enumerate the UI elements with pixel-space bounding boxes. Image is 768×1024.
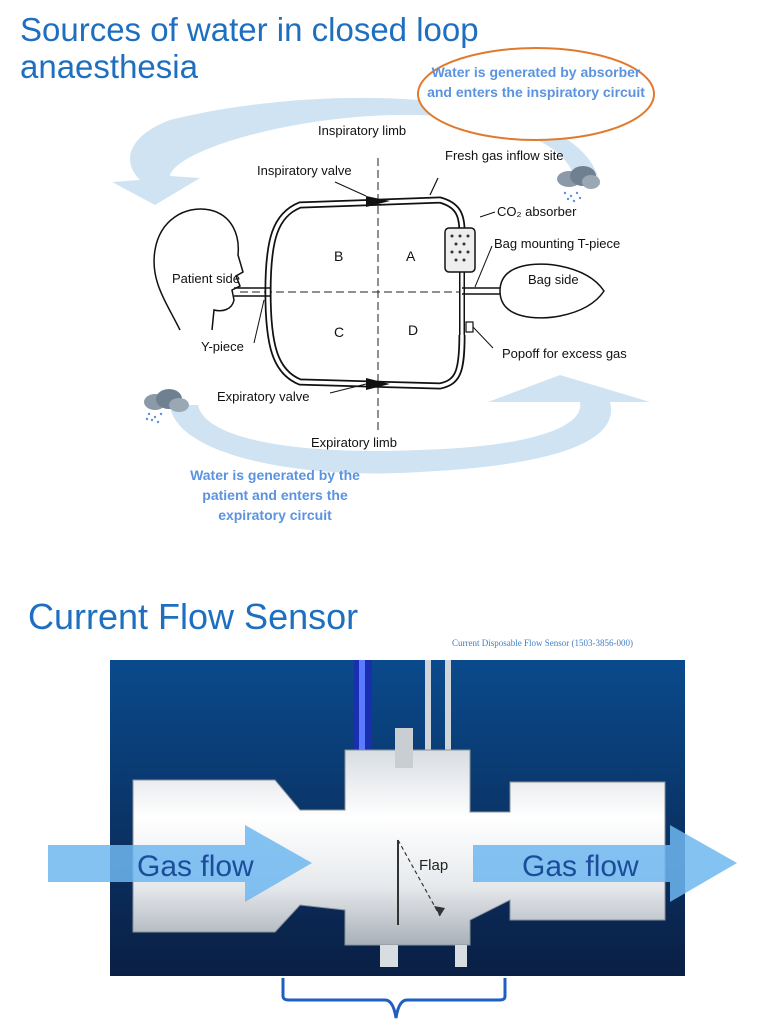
patient-head — [153, 208, 244, 331]
sensor-top-post — [395, 728, 413, 768]
closed-loop-diagram: Inspiratory limb Inspiratory valve Fresh… — [112, 47, 655, 474]
rain-cloud-icon — [144, 389, 189, 424]
sensor-bottom-tab — [380, 945, 398, 967]
label-co2-absorber: CO₂ absorber — [497, 204, 577, 219]
callout-patient-water: Water is generated by the patient and en… — [190, 467, 360, 523]
gas-flow-label-right: Gas flow — [522, 850, 639, 883]
gas-flow-arrow-left — [48, 825, 312, 902]
quadrant-c-label: C — [334, 324, 344, 340]
label-bag-mounting: Bag mounting T-piece — [494, 236, 620, 251]
label-patient-side: Patient side — [172, 271, 240, 286]
label-inspiratory-limb: Inspiratory limb — [318, 123, 406, 138]
quadrant-b-label: B — [334, 248, 343, 264]
sensor-caption: Current Disposable Flow Sensor (1503-385… — [452, 638, 633, 648]
gas-flow-label-left: Gas flow — [137, 850, 254, 883]
breathing-circuit — [264, 196, 466, 390]
flap-deflection-line — [397, 839, 441, 917]
sensor-bracket — [281, 978, 507, 1019]
bottom-circulation-arrow — [170, 375, 650, 474]
popoff-valve — [465, 321, 474, 333]
label-y-piece: Y-piece — [201, 339, 244, 354]
bag-t-piece — [462, 287, 500, 295]
label-fresh-gas: Fresh gas inflow site — [445, 148, 564, 163]
callout-ellipse — [417, 47, 655, 141]
flap-label: Flap — [419, 857, 448, 874]
gas-flow-arrow-right — [473, 825, 737, 902]
quadrant-a-label: A — [406, 248, 416, 264]
y-piece-connector — [234, 287, 270, 297]
label-inspiratory-valve: Inspiratory valve — [257, 163, 352, 178]
reservoir-bag — [499, 263, 605, 319]
flow-sensor-illustration: Flap Gas flow Gas flow — [48, 660, 737, 1019]
top-circulation-arrow — [112, 97, 600, 205]
inspiratory-valve-icon — [366, 196, 390, 207]
label-bag-side: Bag side — [528, 272, 579, 287]
label-inspiratory-valve-text: Inspiratory valve — [257, 163, 352, 178]
label-expiratory-limb: Expiratory limb — [311, 435, 397, 450]
slide-title-sources: Sources of water in closed loop anaesthe… — [20, 11, 479, 85]
rain-cloud-icon — [557, 166, 600, 203]
label-popoff: Popoff for excess gas — [502, 346, 627, 361]
slide-title-flow-sensor: Current Flow Sensor — [28, 596, 359, 637]
quadrant-d-label: D — [408, 322, 418, 338]
sensor-hose-highlight — [359, 660, 365, 785]
callout-absorber-water: Water is generated by absorber and enter… — [427, 64, 645, 100]
label-expiratory-valve: Expiratory valve — [217, 389, 309, 404]
flap-arrowhead — [434, 906, 445, 916]
expiratory-valve-icon — [366, 378, 390, 390]
sensor-bottom-tab — [455, 945, 467, 967]
co2-absorber-canister — [444, 227, 476, 273]
fresh-gas-inflow — [429, 177, 439, 196]
